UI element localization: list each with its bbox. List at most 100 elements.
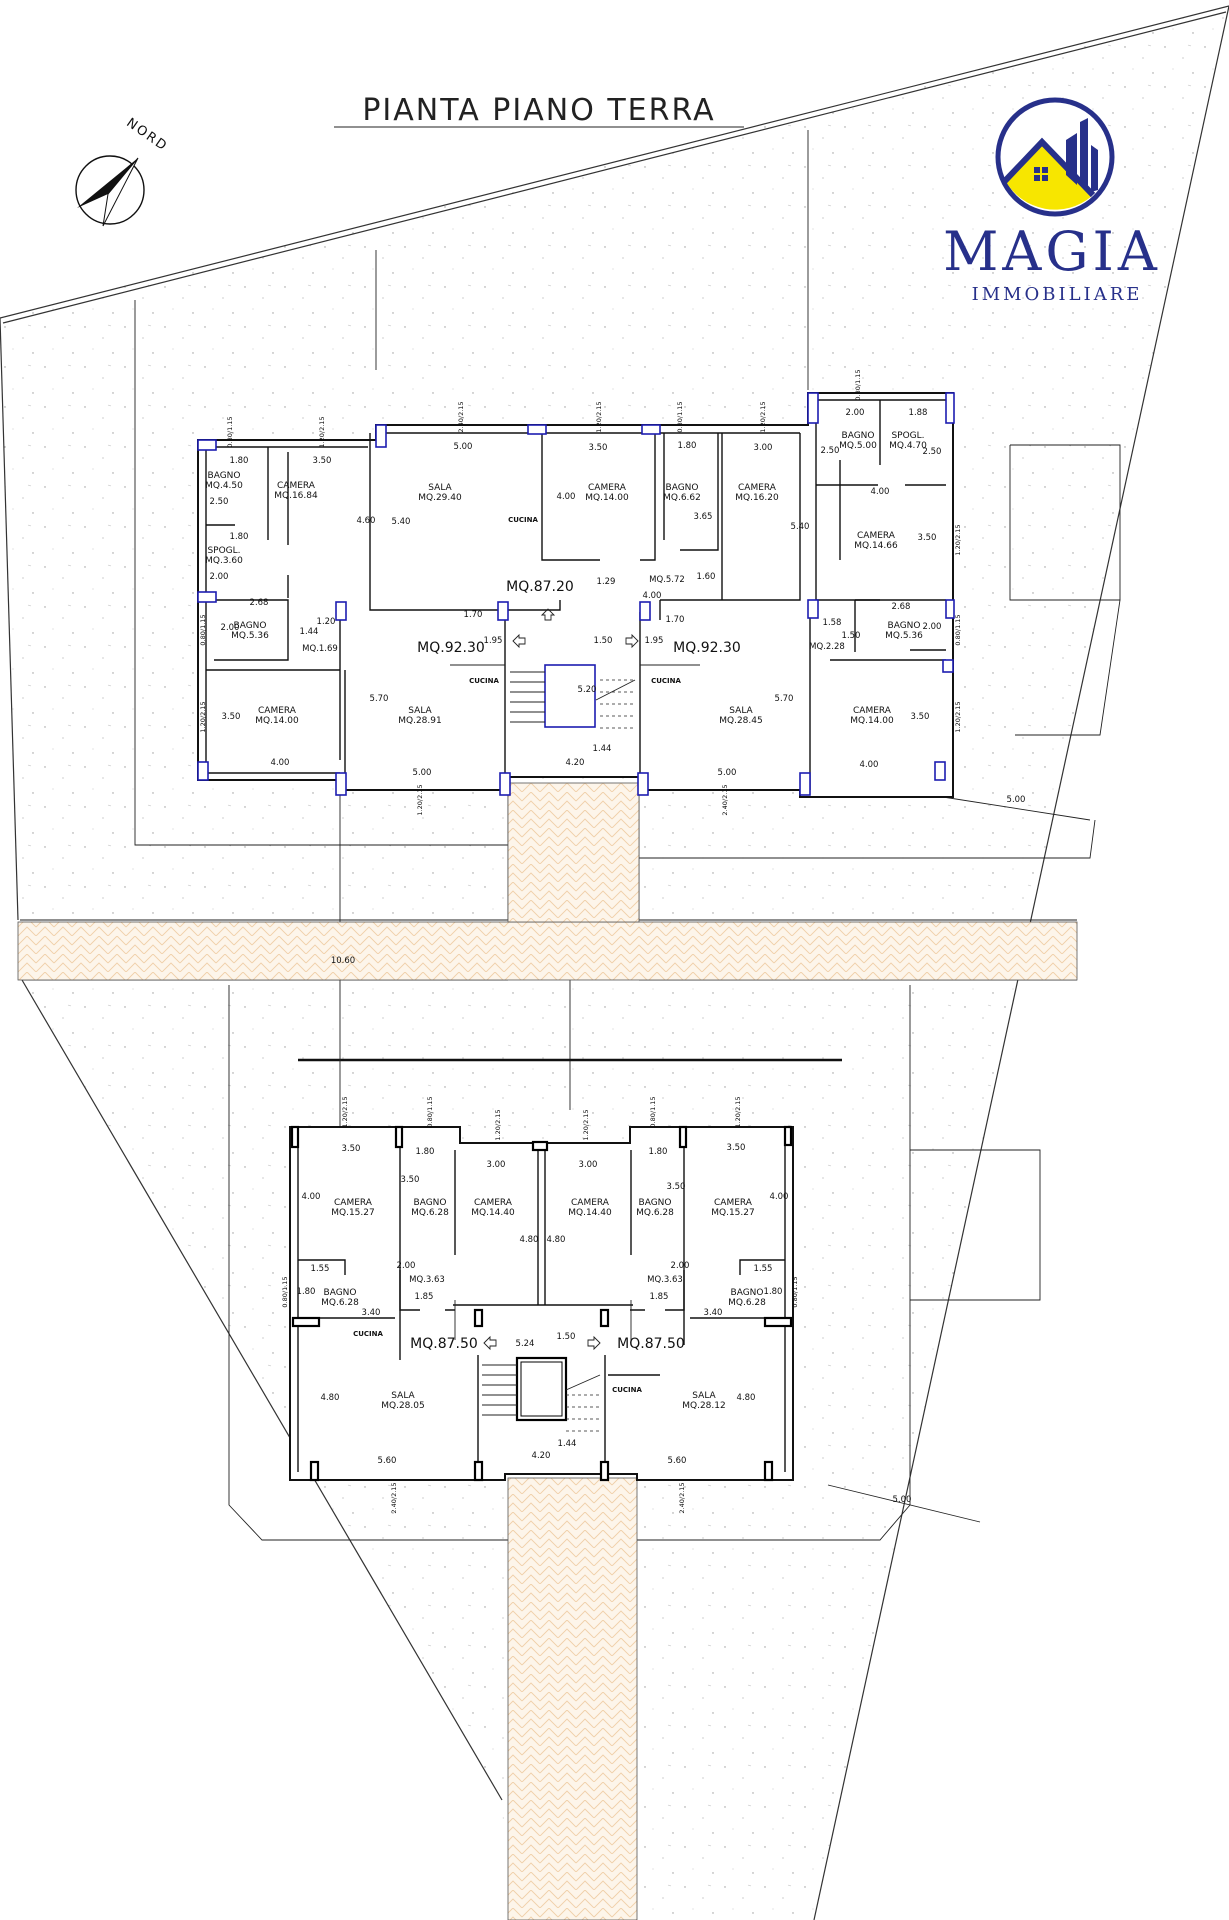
dimension-label: 1.80: [764, 1287, 783, 1297]
window-size-label: 1.20/2.15: [416, 784, 424, 815]
window-size-label: 2.40/2.15: [390, 1482, 398, 1513]
dimension-label: 1.80: [678, 441, 697, 451]
dimension-label: 2.00: [210, 572, 229, 582]
room-name: BAGNO: [208, 471, 241, 481]
dimension-label: 1.80: [230, 456, 249, 466]
dimension-label: 3.65: [694, 512, 713, 522]
room-name: SALA: [408, 706, 432, 716]
window-size-label: 0.80/1.15: [281, 1276, 289, 1307]
dimension-label: 1.85: [650, 1292, 669, 1302]
dimension-label: 3.50: [313, 456, 332, 466]
window-size-label: 0.80/1.15: [426, 1096, 434, 1127]
kitchen-label: CUCINA: [651, 677, 681, 685]
north-arrow-icon: [75, 155, 145, 227]
dimension-label: 3.50: [918, 533, 937, 543]
dimension-label: 4.60: [357, 516, 376, 526]
window-size-label: 2.40/2.15: [678, 1482, 686, 1513]
dimension-label: 2.68: [892, 602, 911, 612]
kitchen-label: CUCINA: [508, 516, 538, 524]
room-area: MQ.5.36: [231, 631, 269, 641]
dimension-label: 3.00: [487, 1160, 506, 1170]
dimension-label: 2.68: [250, 598, 269, 608]
dimension-label: 4.80: [321, 1393, 340, 1403]
room-area: MQ.14.40: [568, 1208, 612, 1218]
room-area: MQ.14.00: [850, 716, 894, 726]
dimension-label: 4.80: [520, 1235, 539, 1245]
dimension-label: 1.44: [593, 744, 612, 754]
room-area: MQ.4.50: [205, 481, 243, 491]
room-area: MQ.3.60: [205, 556, 243, 566]
dimension-label: 3.40: [362, 1308, 381, 1318]
room-name: BAGNO: [639, 1198, 672, 1208]
dimension-label: 4.00: [860, 760, 879, 770]
dimension-label: 1.50: [842, 631, 861, 641]
dimension-label: 4.00: [557, 492, 576, 502]
dimension-label: 3.50: [589, 443, 608, 453]
window-size-label: 1.20/2.15: [582, 1109, 590, 1140]
stair: [510, 664, 636, 729]
room-area: MQ.28.12: [682, 1401, 725, 1411]
brand-logo: MAGIA IMMOBILIARE: [943, 97, 1161, 305]
room-name: BAGNO: [324, 1288, 357, 1298]
room-area: MQ.28.45: [719, 716, 762, 726]
small-area: MQ.3.63: [647, 1275, 683, 1285]
dimension-label: 5.70: [370, 694, 389, 704]
room-name: CAMERA: [474, 1198, 513, 1208]
dimension-label: 3.50: [911, 712, 930, 722]
dimension-label: 5.00: [454, 442, 473, 452]
dimension-label: 1.80: [297, 1287, 316, 1297]
room-area: MQ.6.28: [728, 1298, 766, 1308]
window-size-label: 1.20/2.15: [759, 401, 767, 432]
dimension-label: 4.00: [871, 487, 890, 497]
room-name: SALA: [391, 1391, 415, 1401]
dimension-label: 5.00: [1007, 795, 1026, 805]
window-size-label: 1.20/2.15: [318, 416, 326, 447]
dimension-label: 1.50: [594, 636, 613, 646]
room-area: MQ.15.27: [711, 1208, 754, 1218]
dimension-label: 1.80: [649, 1147, 668, 1157]
window-size-label: 0.80/1.15: [649, 1096, 657, 1127]
dimension-label: 1.70: [666, 615, 685, 625]
room-name: BAGNO: [888, 621, 921, 631]
dimension-label: 3.00: [754, 443, 773, 453]
window-size-label: 0.80/1.15: [676, 401, 684, 432]
room-area: MQ.5.00: [839, 441, 877, 451]
room-area: MQ.14.66: [854, 541, 898, 551]
dimension-label: 2.50: [923, 447, 942, 457]
dimension-label: 4.80: [737, 1393, 756, 1403]
dimension-label: 1.95: [645, 636, 664, 646]
dimension-label: 1.20: [317, 617, 336, 627]
room-name: BAGNO: [666, 483, 699, 493]
room-name: CAMERA: [588, 483, 627, 493]
dimension-label: 1.44: [558, 1439, 577, 1449]
room-name: SALA: [692, 1391, 716, 1401]
small-area: MQ.5.72: [649, 575, 685, 585]
dimension-label: 1.85: [415, 1292, 434, 1302]
window-size-label: 2.40/2.15: [721, 784, 729, 815]
dimension-label: 2.00: [671, 1261, 690, 1271]
brand-name: MAGIA: [943, 220, 1161, 283]
dimension-label: 1.60: [697, 572, 716, 582]
room-name: CAMERA: [571, 1198, 610, 1208]
dimension-label: 3.40: [704, 1308, 723, 1318]
stair: [482, 1356, 601, 1432]
dimension-label: 4.20: [532, 1451, 551, 1461]
room-area: MQ.29.40: [418, 493, 462, 503]
dimension-label: 3.50: [342, 1144, 361, 1154]
dimension-label: 5.60: [668, 1456, 687, 1466]
dimension-label: 3.50: [667, 1182, 686, 1192]
window-size-label: 0.80/1.15: [226, 416, 234, 447]
dimension-label: 1.95: [484, 636, 503, 646]
dimension-label: 4.20: [566, 758, 585, 768]
room-name: SPOGL.: [207, 546, 240, 556]
room-name: SALA: [428, 483, 452, 493]
room-area: MQ.6.62: [663, 493, 701, 503]
room-area: MQ.16.84: [274, 491, 318, 501]
window-size-label: 2.40/2.15: [457, 401, 465, 432]
dimension-label: 1.55: [754, 1264, 773, 1274]
window-size-label: 1.20/2.15: [954, 701, 962, 732]
room-area: MQ.28.91: [398, 716, 441, 726]
unit-area: MQ.92.30: [417, 640, 485, 656]
room-area: MQ.28.05: [381, 1401, 424, 1411]
unit-area: MQ.87.20: [506, 579, 574, 595]
